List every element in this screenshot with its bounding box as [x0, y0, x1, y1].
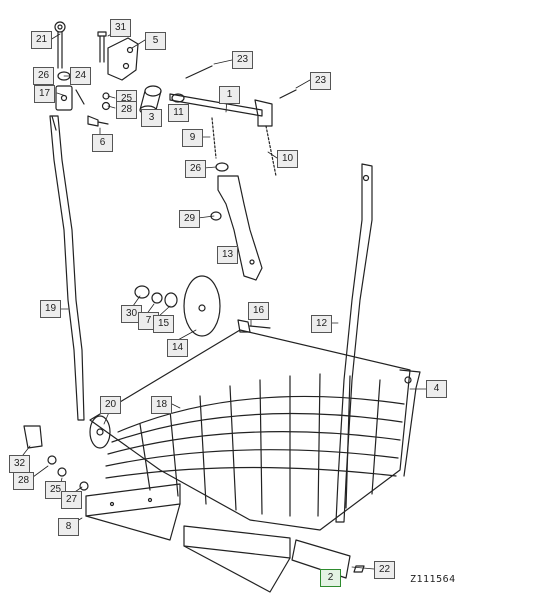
- callout-19: 19: [40, 300, 61, 318]
- arm-1: [254, 99, 273, 127]
- callout-5: 5: [145, 32, 166, 50]
- side-plate-20: [89, 415, 111, 449]
- callout-29: 29: [179, 210, 200, 228]
- hardware-cluster: [134, 275, 271, 337]
- callout-9: 9: [182, 129, 203, 147]
- callout-23-right: 23: [310, 72, 331, 90]
- callout-6: 6: [92, 134, 113, 152]
- callout-23-top: 23: [232, 51, 253, 69]
- callout-26-mid: 26: [185, 160, 206, 178]
- callout-32: 32: [9, 455, 30, 473]
- bottom-plates: [85, 483, 365, 593]
- block-32: [23, 425, 43, 449]
- callout-18: 18: [151, 396, 172, 414]
- plate-8: [85, 483, 181, 517]
- callout-11: 11: [168, 104, 189, 122]
- callout-1: 1: [219, 86, 240, 104]
- callout-2: 2: [320, 569, 341, 587]
- figure-reference-code: Z111564: [410, 574, 456, 585]
- concave-grate-18: [89, 329, 421, 531]
- callout-14: 14: [167, 339, 188, 357]
- spring-9: [211, 117, 217, 159]
- pin-22: [353, 565, 365, 573]
- bracket-5: [107, 37, 139, 81]
- rod-10: [265, 125, 277, 177]
- callout-24: 24: [70, 67, 91, 85]
- callout-27: 27: [61, 491, 82, 509]
- callout-4: 4: [426, 380, 447, 398]
- bushing-3: [144, 85, 162, 97]
- clevis-17: [55, 85, 73, 111]
- callout-25-bottom: 25: [45, 481, 66, 499]
- disc-14: [183, 275, 221, 337]
- hanger-strap-12: [335, 163, 373, 523]
- adjuster-13: [210, 162, 263, 281]
- callout-10: 10: [277, 150, 298, 168]
- plate-2: [291, 539, 351, 579]
- callout-3: 3: [141, 109, 162, 127]
- callout-13: 13: [217, 246, 238, 264]
- callout-26-top: 26: [33, 67, 54, 85]
- callout-22: 22: [374, 561, 395, 579]
- shaft-1: [169, 93, 263, 117]
- callout-28-bottom: 28: [13, 472, 34, 490]
- callout-17: 17: [34, 85, 55, 103]
- callout-12: 12: [311, 315, 332, 333]
- plate-2a: [183, 525, 291, 559]
- callout-30: 30: [121, 305, 142, 323]
- callout-20: 20: [100, 396, 121, 414]
- callout-15: 15: [153, 315, 174, 333]
- callout-16: 16: [248, 302, 269, 320]
- callout-31: 31: [110, 19, 131, 37]
- lower-hardware: [23, 425, 89, 491]
- callout-8: 8: [58, 518, 79, 536]
- upper-linkage: [54, 21, 297, 177]
- callout-28-top: 28: [116, 101, 137, 119]
- hanger-strap-19: [49, 115, 85, 421]
- bolt-31: [97, 31, 107, 37]
- callout-21: 21: [31, 31, 52, 49]
- bolt-6: [87, 115, 99, 127]
